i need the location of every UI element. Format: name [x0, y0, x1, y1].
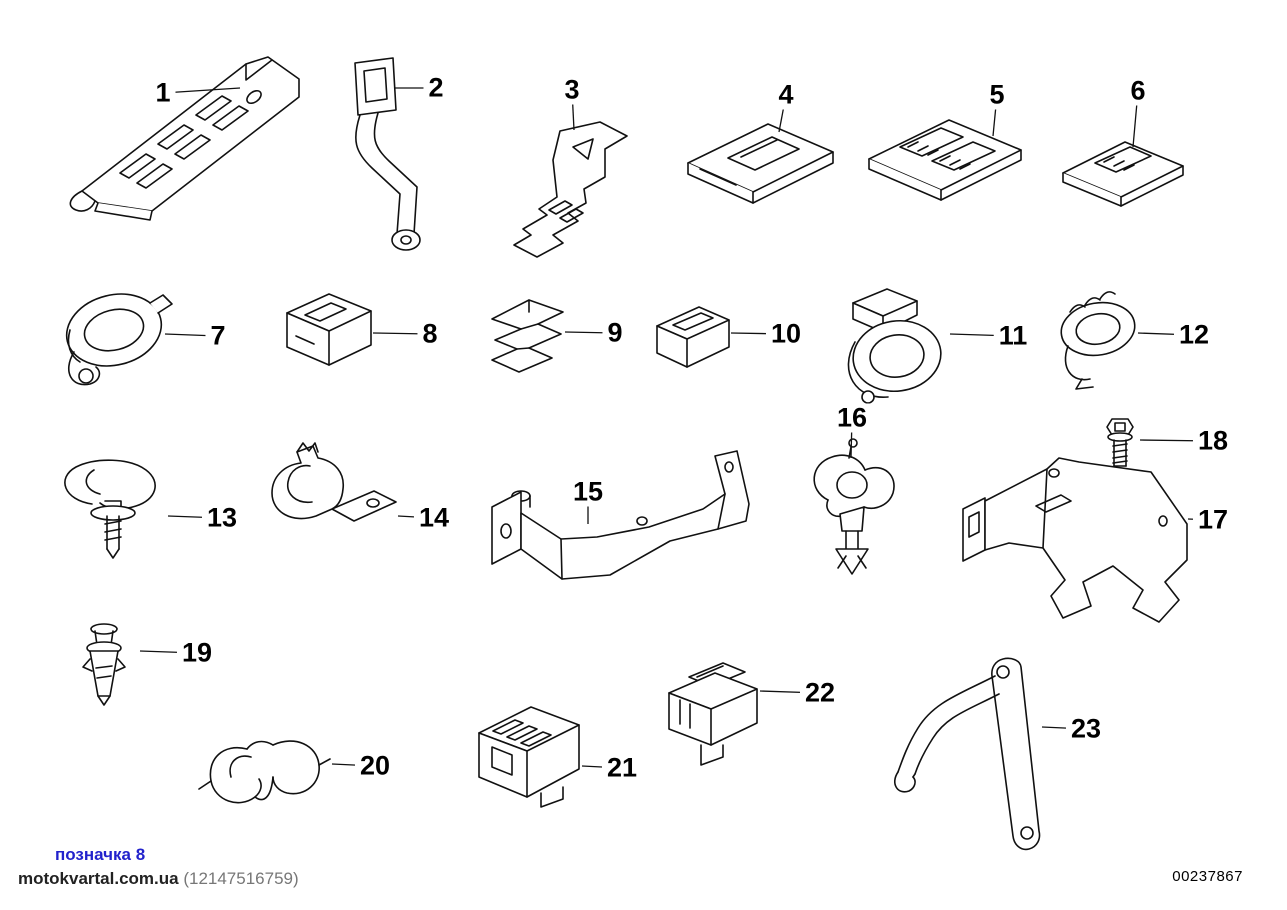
part-1-leader-line [162, 87, 241, 94]
part-18-leader-line [1139, 439, 1214, 442]
part-23-drawing-curved-strap-bracket [893, 657, 1041, 851]
part-9-drawing-spring-clip [491, 299, 564, 373]
part-10-leader-line [730, 332, 787, 335]
part-19-drawing-expanding-rivet [82, 623, 126, 706]
part-11-drawing-tube-holder-clamp [847, 288, 942, 404]
part-12-leader-line [1137, 332, 1195, 336]
part-16-drawing-cable-holder-with-rivet [813, 438, 895, 575]
part-18-drawing-screw [1106, 418, 1134, 467]
part-6-drawing-single-clip-plate [1062, 141, 1184, 207]
part-23-leader-line [1041, 726, 1087, 730]
part-4-drawing-clip-plate [687, 123, 834, 204]
part-16-leader-line [850, 417, 853, 459]
part-5-drawing-double-clip-plate [868, 119, 1022, 201]
part-3-leader-line [571, 89, 575, 131]
part-2-drawing-z-bracket-holder [354, 57, 421, 251]
part-21-leader-line [581, 765, 623, 769]
part-7-leader-line [164, 333, 219, 337]
part-20-drawing-double-tube-clip [198, 740, 331, 804]
part-14-drawing-p-clamp-with-tab [271, 442, 397, 522]
part-20-leader-line [331, 763, 376, 767]
part-6-leader-line [1132, 90, 1139, 148]
part-7-drawing-tube-clamp [65, 293, 173, 386]
part-22-drawing-connector-holder [668, 662, 758, 766]
footnote-mark-link[interactable]: позначка 8 [55, 845, 146, 864]
part-21-drawing-connector-bracket [478, 706, 580, 808]
part-15-drawing-wide-mounting-bracket [491, 450, 750, 580]
watermark-site: motokvartal.com.ua [18, 869, 179, 888]
part-8-drawing-sheet-metal-clip [286, 293, 372, 366]
part-13-leader-line [167, 515, 223, 519]
part-9-leader-line [564, 331, 616, 334]
part-17-drawing-mounting-bracket [962, 457, 1188, 623]
part-3-drawing-angled-plate-holder [513, 121, 628, 258]
diagram-number: 00237867 [1172, 868, 1243, 885]
part-8-leader-line [372, 332, 431, 335]
part-12-drawing-corrugated-tube-clamp [1060, 291, 1136, 390]
part-14-leader-line [397, 515, 435, 519]
part-4-leader-line [778, 94, 787, 133]
watermark-code: (12147516759) [178, 869, 299, 888]
watermark: motokvartal.com.ua (12147516759) [18, 869, 299, 889]
part-13-drawing-clip-with-screw [64, 459, 156, 559]
part-22-leader-line [759, 690, 821, 694]
part-11-leader-line [949, 333, 1014, 337]
part-17-leader-line [1187, 518, 1214, 521]
part-19-leader-line [139, 650, 198, 654]
part-10-drawing-box-clip [656, 306, 730, 368]
part-5-leader-line [992, 94, 998, 137]
part-1-drawing-cable-holder-rail [69, 56, 300, 221]
